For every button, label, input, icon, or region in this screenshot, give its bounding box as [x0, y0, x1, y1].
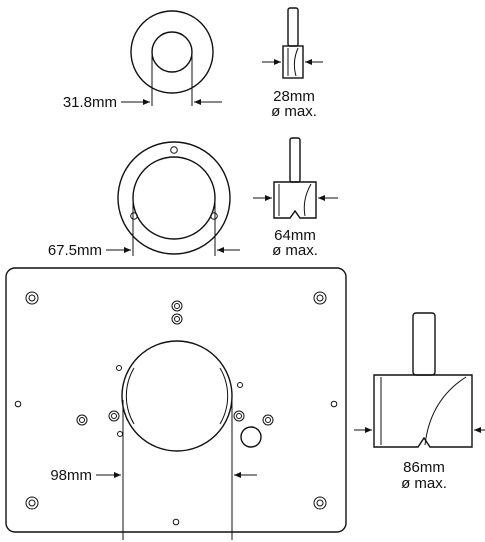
small-ring-dimension: 31.8mm: [63, 94, 222, 111]
large-bit-size: 86mm: [403, 459, 445, 476]
small-reducing-ring: [130, 10, 214, 106]
small-router-bit-icon: [262, 7, 323, 79]
mount-screw-icon: [108, 410, 120, 422]
base-plate: [5, 267, 347, 540]
small-bit-note: ø max.: [271, 103, 317, 120]
small-bit-size: 28mm: [273, 88, 315, 105]
medium-ring-dimension: 67.5mm: [48, 242, 240, 259]
base-plate-dimension-label: 98mm: [50, 467, 92, 484]
leveling-screw-icon: [171, 313, 183, 325]
dust-port-hole: [240, 426, 262, 448]
corner-screw-icon: [25, 291, 39, 305]
large-router-bit-icon: [354, 312, 485, 448]
medium-reducing-ring: [117, 141, 231, 256]
mount-screw-icon: [76, 414, 88, 426]
small-ring-dimension-label: 31.8mm: [63, 94, 117, 111]
large-bit-note: ø max.: [401, 475, 447, 492]
medium-bit-note: ø max.: [272, 242, 318, 259]
mount-screw-icon: [262, 414, 274, 426]
leveling-screw-icon: [171, 300, 183, 312]
corner-screw-icon: [313, 496, 327, 510]
central-opening: [121, 340, 233, 452]
mount-screw-icon: [233, 410, 245, 422]
corner-screw-icon: [313, 291, 327, 305]
medium-bit-size: 64mm: [274, 227, 316, 244]
corner-screw-icon: [25, 496, 39, 510]
medium-ring-dimension-label: 67.5mm: [48, 242, 102, 259]
base-plate-dimension: 98mm: [50, 467, 257, 484]
medium-router-bit-icon: [253, 137, 338, 219]
